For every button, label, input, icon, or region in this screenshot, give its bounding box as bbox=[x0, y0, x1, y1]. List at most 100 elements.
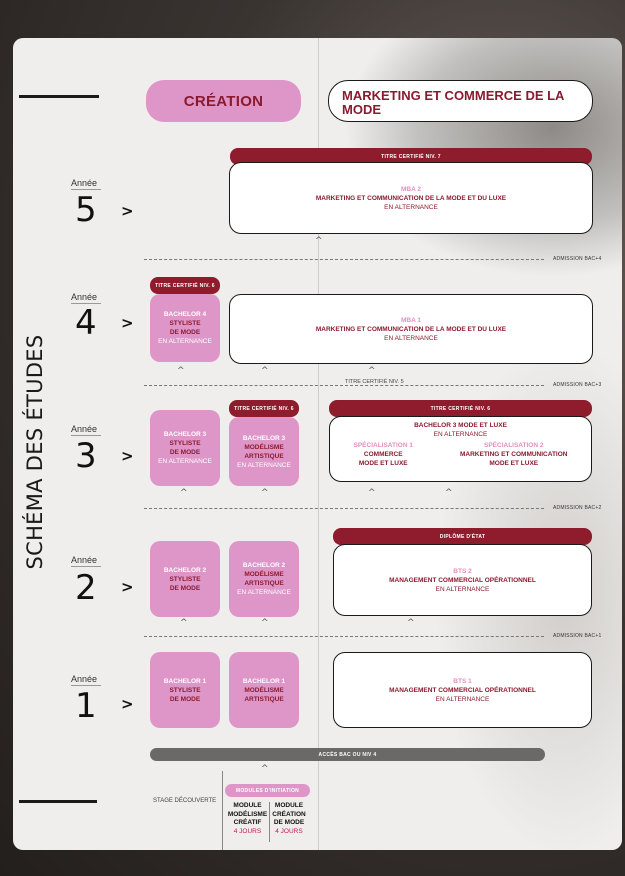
program-name: MODÉLISME bbox=[244, 686, 284, 694]
admission-bac3: ADMISSION BAC+3 bbox=[553, 382, 602, 388]
bachelor1-modelisme: BACHELOR 1 MODÉLISME ARTISTIQUE bbox=[229, 652, 299, 728]
program-alternance: EN ALTERNANCE bbox=[237, 589, 291, 596]
program-name: MODÉLISME bbox=[244, 443, 284, 451]
bts2-alternance: EN ALTERNANCE bbox=[435, 585, 490, 593]
caret-icon: ^ bbox=[261, 618, 269, 628]
mba2-box: MBA 2 MARKETING ET COMMUNICATION DE LA M… bbox=[229, 162, 593, 234]
module-duration: 4 JOURS bbox=[233, 827, 262, 835]
bts1-alternance: EN ALTERNANCE bbox=[435, 695, 490, 703]
specialisation-1: SPÉCIALISATION 1 COMMERCE MODE ET LUXE bbox=[354, 441, 413, 468]
program-name: ARTISTIQUE bbox=[244, 580, 284, 587]
stage-decouverte-label: STAGE DÉCOUVERTE bbox=[153, 798, 217, 804]
titre-niv5-label: TITRE CERTIFIÉ NIV. 5 bbox=[343, 379, 406, 385]
mba2-program: MARKETING ET COMMUNICATION DE LA MODE ET… bbox=[315, 194, 507, 202]
stage-connector bbox=[222, 771, 223, 850]
module-duration: 4 JOURS bbox=[275, 827, 303, 835]
program-level: BACHELOR 4 bbox=[163, 311, 207, 318]
column-divider bbox=[318, 38, 319, 850]
bts2-title: BTS 2 bbox=[453, 567, 472, 575]
caret-icon: ^ bbox=[368, 366, 376, 376]
program-level: BACHELOR 3 bbox=[163, 431, 207, 438]
caret-icon: ^ bbox=[261, 764, 269, 774]
program-name: DE MODE bbox=[169, 695, 201, 703]
bachelor3-styliste: BACHELOR 3 STYLISTE DE MODE EN ALTERNANC… bbox=[150, 410, 220, 486]
arrow-icon: > bbox=[121, 695, 134, 713]
arrow-icon: > bbox=[121, 314, 134, 332]
mba2-alternance: EN ALTERNANCE bbox=[384, 203, 438, 211]
year-number-2: 2 bbox=[75, 568, 97, 608]
marketing-column-header: MARKETING ET COMMERCE DE LA MODE bbox=[328, 80, 593, 122]
bts2-program: MANAGEMENT COMMERCIAL OPÉRATIONNEL bbox=[389, 576, 536, 584]
program-level: BACHELOR 1 bbox=[242, 677, 286, 685]
bottom-accent-line bbox=[19, 800, 97, 803]
bts1-title: BTS 1 bbox=[453, 677, 472, 685]
bts2-box: BTS 2 MANAGEMENT COMMERCIAL OPÉRATIONNEL… bbox=[333, 544, 592, 616]
year-label: Année bbox=[71, 178, 101, 190]
arrow-icon: > bbox=[121, 578, 134, 596]
specialisation-title: SPÉCIALISATION 2 bbox=[484, 442, 544, 449]
specialisation-title: SPÉCIALISATION 1 bbox=[353, 442, 413, 449]
badge-diplome-etat: DIPLÔME D'ÉTAT bbox=[333, 528, 592, 545]
mba1-box: MBA 1 MARKETING ET COMMUNICATION DE LA M… bbox=[229, 294, 593, 364]
specialisation-name: MARKETING ET COMMUNICATION bbox=[460, 451, 568, 458]
year-label: Année bbox=[71, 555, 101, 567]
caret-icon: ^ bbox=[180, 618, 188, 628]
caret-icon: ^ bbox=[177, 366, 185, 376]
program-name: STYLISTE bbox=[169, 440, 201, 447]
year-label: Année bbox=[71, 292, 101, 304]
arrow-icon: > bbox=[121, 447, 134, 465]
module-name: MODÉLISME bbox=[227, 810, 268, 818]
mba1-program: MARKETING ET COMMUNICATION DE LA MODE ET… bbox=[315, 325, 507, 333]
access-bar: ACCÈS BAC OU NIV 4 bbox=[150, 748, 545, 761]
page-title: SCHÉMA DES ÉTUDES bbox=[23, 334, 47, 570]
admission-bac2: ADMISSION BAC+2 bbox=[553, 505, 602, 511]
module-separator bbox=[269, 802, 270, 842]
year-number-4: 4 bbox=[75, 303, 97, 343]
admission-divider bbox=[144, 385, 544, 386]
admission-divider bbox=[144, 636, 544, 637]
year-number-1: 1 bbox=[75, 686, 97, 726]
admission-divider bbox=[144, 259, 544, 260]
program-name: DE MODE bbox=[169, 329, 201, 336]
top-accent-line bbox=[19, 95, 99, 98]
year-label: Année bbox=[71, 424, 101, 436]
year-number-5: 5 bbox=[75, 190, 97, 230]
caret-icon: ^ bbox=[261, 488, 269, 498]
program-name: ARTISTIQUE bbox=[244, 452, 284, 460]
admission-bac4: ADMISSION BAC+4 bbox=[553, 256, 602, 262]
program-alternance: EN ALTERNANCE bbox=[237, 461, 291, 469]
module-name: DE MODE bbox=[273, 819, 305, 826]
program-level: BACHELOR 2 bbox=[163, 566, 207, 574]
modules-initiation-badge: MODULES D'INITIATION bbox=[225, 784, 310, 797]
program-name: STYLISTE bbox=[169, 575, 201, 583]
specialisation-name: MODE ET LUXE bbox=[358, 460, 408, 467]
program-alternance: EN ALTERNANCE bbox=[158, 458, 212, 465]
admission-divider bbox=[144, 508, 544, 509]
specialisation-name: MODE ET LUXE bbox=[489, 460, 539, 467]
caret-icon: ^ bbox=[180, 488, 188, 498]
module-label: MODULE bbox=[233, 802, 262, 809]
program-name: STYLISTE bbox=[169, 320, 201, 327]
caret-icon: ^ bbox=[407, 618, 415, 628]
module-modelisme-creatif: MODULE MODÉLISME CRÉATIF 4 JOURS bbox=[226, 802, 269, 836]
bachelor1-styliste: BACHELOR 1 STYLISTE DE MODE bbox=[150, 652, 220, 728]
study-scheme-card: SCHÉMA DES ÉTUDES CRÉATION MARKETING ET … bbox=[13, 38, 622, 850]
module-name: CRÉATIF bbox=[233, 819, 262, 826]
badge-titre-niv7: TITRE CERTIFIÉ NIV. 7 bbox=[230, 148, 592, 165]
arrow-icon: > bbox=[121, 202, 134, 220]
program-name: DE MODE bbox=[169, 449, 201, 456]
program-level: BACHELOR 3 bbox=[242, 434, 286, 442]
creation-column-header: CRÉATION bbox=[146, 80, 301, 122]
program-name: BACHELOR 3 MODE ET LUXE bbox=[414, 422, 507, 429]
bts1-box: BTS 1 MANAGEMENT COMMERCIAL OPÉRATIONNEL… bbox=[333, 652, 592, 728]
specialisation-2: SPÉCIALISATION 2 MARKETING ET COMMUNICAT… bbox=[460, 441, 567, 468]
badge-titre-niv6: TITRE CERTIFIÉ NIV. 6 bbox=[229, 400, 299, 417]
badge-titre-niv6: TITRE CERTIFIÉ NIV. 6 bbox=[329, 400, 592, 417]
year-label: Année bbox=[71, 674, 101, 686]
year-number-3: 3 bbox=[75, 436, 97, 476]
bachelor3-modelisme: BACHELOR 3 MODÉLISME ARTISTIQUE EN ALTER… bbox=[229, 417, 299, 486]
mba2-title: MBA 2 bbox=[401, 185, 421, 193]
bachelor3-mode-luxe-box: BACHELOR 3 MODE ET LUXE EN ALTERNANCE SP… bbox=[329, 416, 592, 482]
bts1-program: MANAGEMENT COMMERCIAL OPÉRATIONNEL bbox=[389, 686, 536, 694]
module-name: CRÉATION bbox=[272, 810, 306, 818]
